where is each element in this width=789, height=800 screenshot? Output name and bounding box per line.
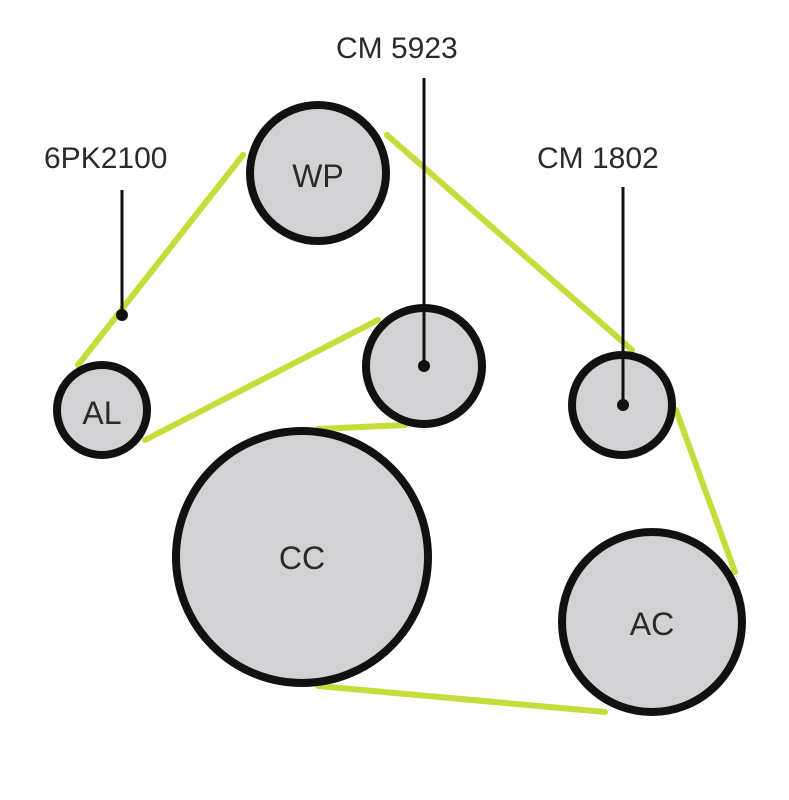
- pulley-wp-label: WP: [292, 158, 344, 194]
- belt-segment-wp-cm1802: [384, 132, 635, 353]
- belt: [75, 132, 738, 715]
- leaders: [116, 78, 629, 411]
- pulley-al: [53, 361, 151, 459]
- belt-segment-cm5923-al: [142, 317, 381, 443]
- pulley-ac-label: AC: [630, 606, 674, 642]
- pulley-wp: [246, 101, 390, 245]
- pulley-ac: [558, 528, 746, 716]
- leader-dot-belt: [116, 309, 128, 321]
- belt-part-label: 6PK2100: [44, 142, 167, 175]
- idler-part-label: CM 1802: [537, 142, 659, 175]
- tensioner-part-label: CM 5923: [336, 32, 458, 65]
- belt-segment-al-wp: [75, 152, 246, 368]
- belt-segment-cc-cm5923: [315, 422, 408, 432]
- pulley-cc: [172, 427, 432, 687]
- pulley-cc-label: CC: [279, 540, 325, 576]
- leader-dot-cm1802: [617, 399, 629, 411]
- pulley-al-label: AL: [82, 395, 121, 431]
- belt-segment-ac-cc: [315, 683, 608, 715]
- belt-segment-cm1802-ac: [673, 407, 738, 575]
- leader-dot-cm5923: [418, 360, 430, 372]
